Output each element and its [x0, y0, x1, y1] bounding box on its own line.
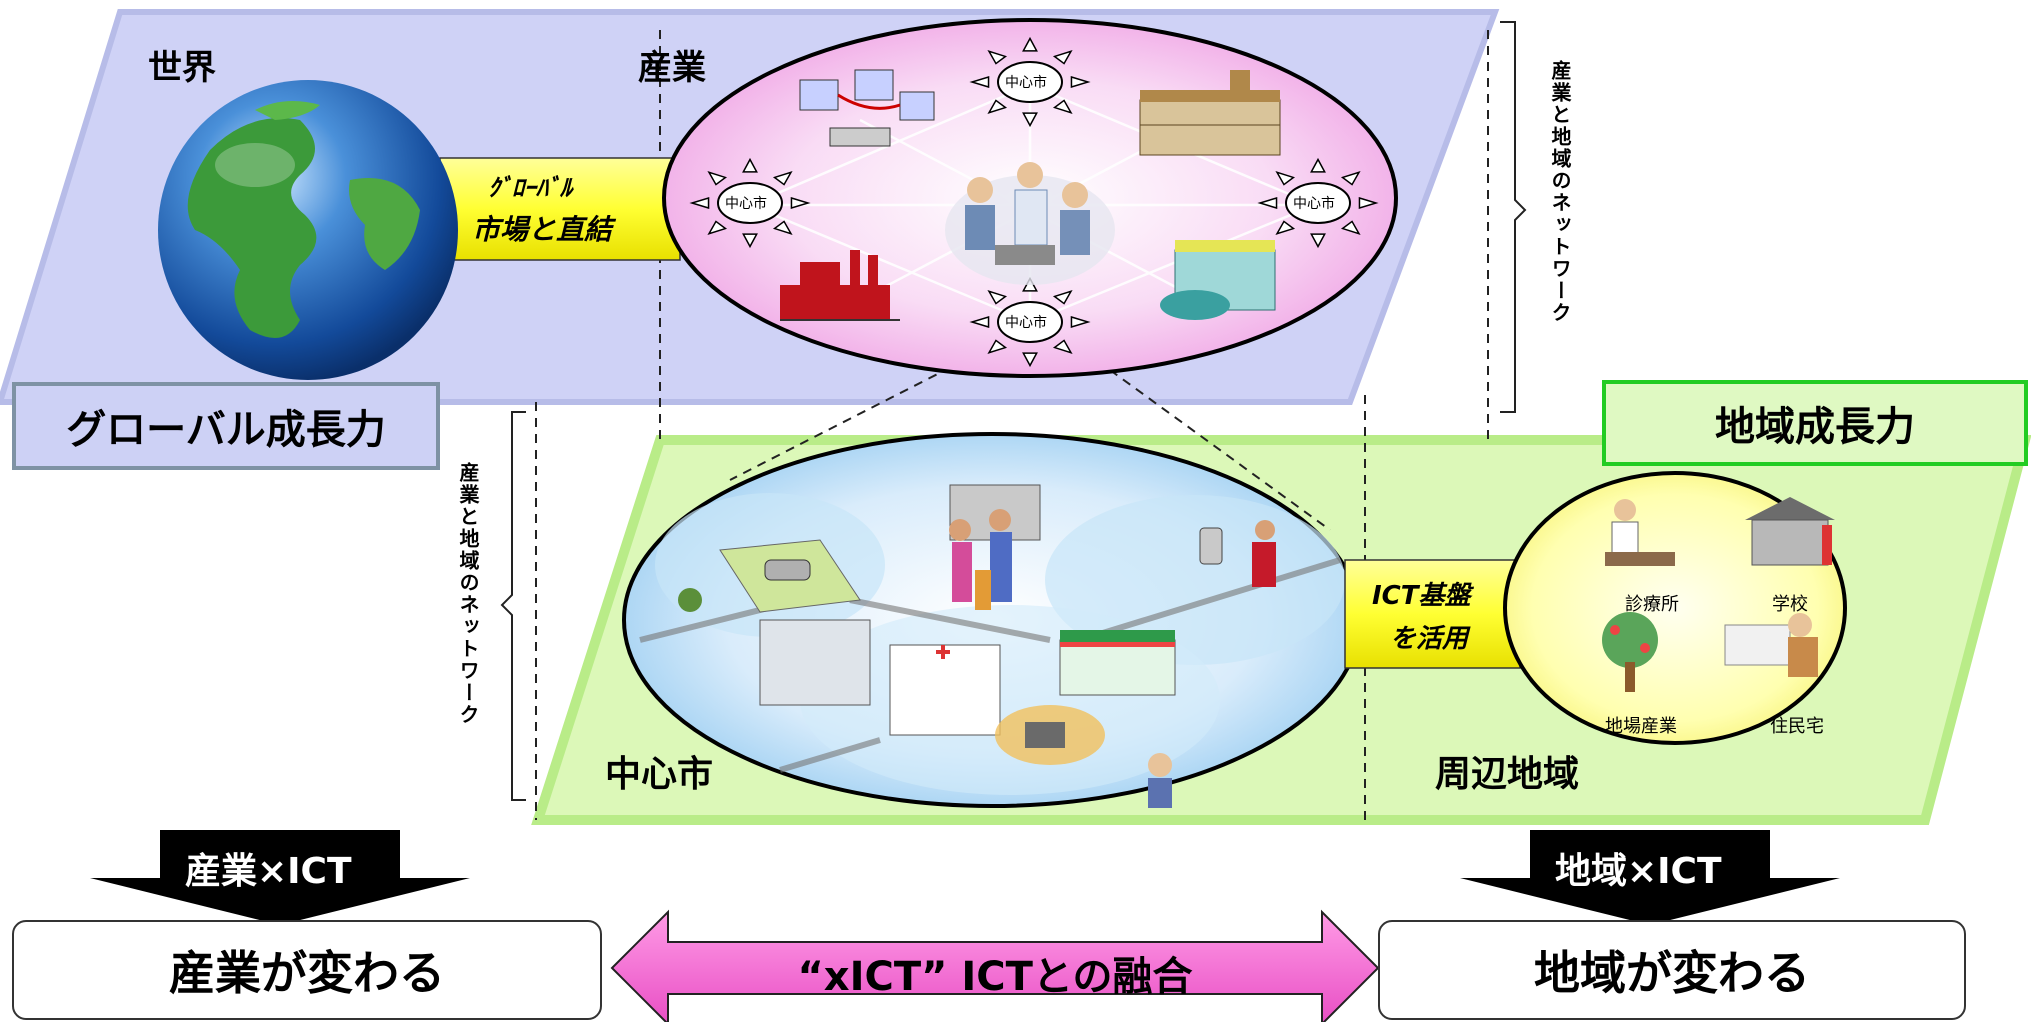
- city-roads: [639, 557, 1341, 773]
- ict-connector-bar: [1344, 559, 1521, 669]
- hub-star-left: [689, 157, 811, 249]
- hospital-icon: [759, 619, 1001, 736]
- fusion-label: “xICT” ICTとの融合: [797, 954, 1193, 1000]
- business-meeting-icon: [945, 162, 1115, 285]
- industry-changes-box: 産業が変わる: [12, 920, 602, 1020]
- region-ict-arrow: [1460, 830, 1840, 925]
- ict-connector-line2: を活用: [1390, 624, 1469, 654]
- facility-local-industry: 地場産業: [1605, 716, 1677, 737]
- crosswalk-car-icon: [678, 539, 861, 613]
- right-network-bracket: [1500, 21, 1527, 413]
- industry-label: 産業: [638, 48, 706, 88]
- central-city-label: 中心市: [605, 754, 714, 795]
- telemedicine-icon: [995, 705, 1172, 808]
- global-connector-line1: ｸﾞﾛｰﾊﾞﾙ: [488, 174, 572, 202]
- mobile-user-icon: [1199, 520, 1276, 587]
- global-connector-line2: 市場と直結: [472, 213, 613, 246]
- industry-ict-label: 産業×ICT: [185, 851, 352, 892]
- school-icon: [1745, 497, 1835, 566]
- hub-label-right: 中心市: [1293, 196, 1335, 212]
- hub-star-bottom: [969, 276, 1091, 368]
- computer-network-icon: [799, 69, 935, 147]
- gas-station-icon: [1160, 240, 1276, 320]
- hub-star-right: [1257, 157, 1379, 249]
- surrounding-area-label: 周辺地域: [1435, 754, 1580, 795]
- family-icon: [949, 484, 1041, 610]
- world-label: 世界: [148, 48, 216, 88]
- department-store-icon: [1139, 70, 1281, 156]
- hub-label-bottom: 中心市: [1005, 315, 1047, 331]
- dashed-guides: [535, 30, 1489, 820]
- hub-label-left: 中心市: [725, 196, 767, 212]
- left-network-bracket: [500, 411, 526, 801]
- factory-icon: [780, 250, 900, 321]
- ict-connector-line1: ICT基盤: [1372, 581, 1471, 611]
- facility-clinic: 診療所: [1625, 594, 1679, 615]
- residence-icon: [1724, 613, 1818, 677]
- left-network-label: 産業と地域のネットワーク: [456, 462, 480, 726]
- local-industry-icon: [1602, 612, 1658, 692]
- industry-ict-arrow: [90, 830, 470, 925]
- globe-icon: [158, 80, 458, 380]
- regional-growth-label: 地域成長力: [1715, 404, 1915, 450]
- global-growth-label: グローバル成長力: [66, 407, 386, 453]
- facility-school: 学校: [1772, 594, 1808, 615]
- global-connector-bar: [439, 157, 681, 261]
- right-network-label: 産業と地域のネットワーク: [1548, 60, 1572, 324]
- facility-residence: 住民宅: [1770, 716, 1824, 737]
- region-changes-box: 地域が変わる: [1378, 920, 1966, 1020]
- region-ict-label: 地域×ICT: [1555, 851, 1722, 892]
- global-growth-box: グローバル成長力: [12, 382, 440, 470]
- convenience-store-icon: [1059, 630, 1176, 696]
- clinic-icon: [1605, 499, 1675, 566]
- region-changes-label: 地域が変わる: [1534, 946, 1810, 1000]
- industry-changes-label: 産業が変わる: [169, 946, 445, 1000]
- regional-growth-box: 地域成長力: [1602, 380, 2028, 466]
- hub-star-top: [969, 36, 1091, 128]
- hub-label-top: 中心市: [1005, 75, 1047, 91]
